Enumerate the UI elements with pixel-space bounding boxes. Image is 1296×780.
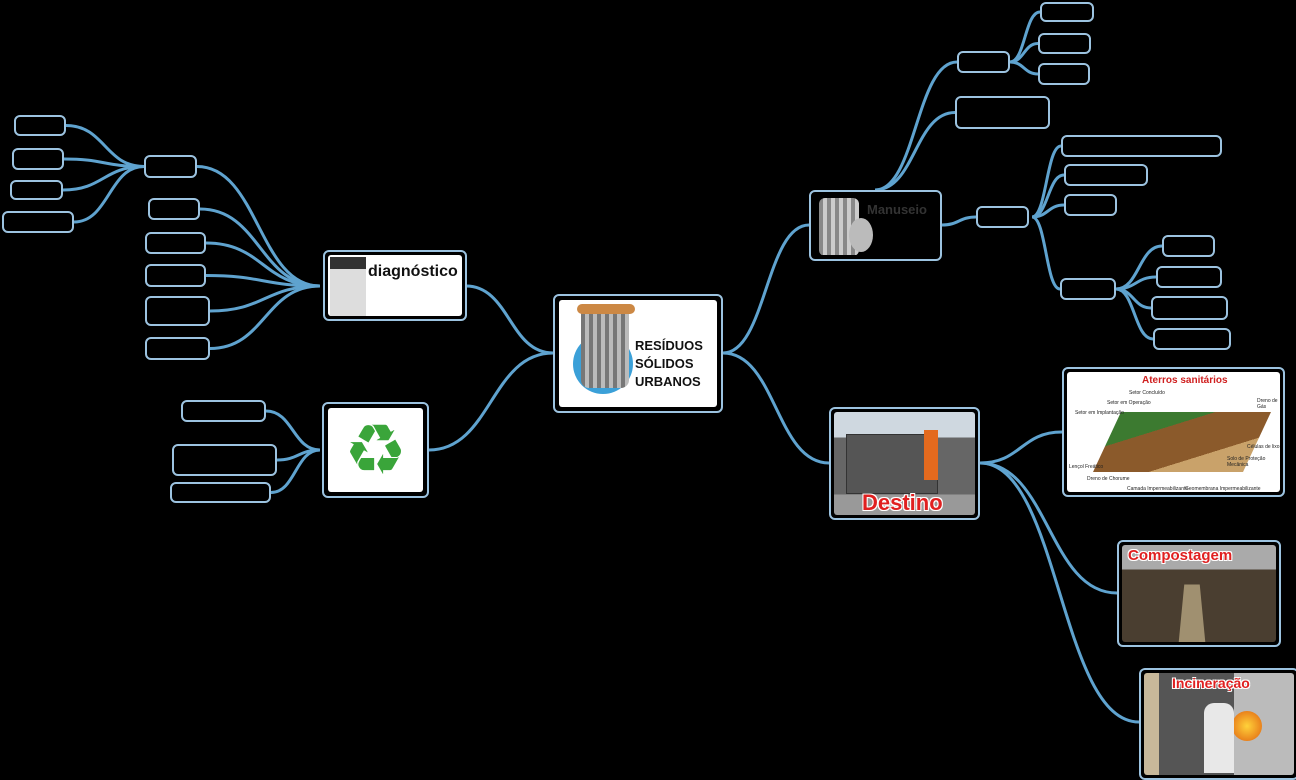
empty-topic-node[interactable] [1038,33,1091,54]
connector-line [1009,60,1039,76]
connector-line [722,223,810,355]
empty-topic-node[interactable] [145,264,206,287]
node-destino[interactable]: Destino [829,407,980,520]
connector-line [205,274,321,288]
empty-topic-node[interactable] [955,96,1050,129]
title-line-2: SÓLIDOS [635,356,694,371]
connector-line [209,284,321,350]
empty-topic-node[interactable] [145,337,210,360]
connector-line [979,461,1118,595]
diagram-label: Lençol Freático [1069,464,1104,470]
connector-line [73,165,145,224]
trash-can-icon [581,310,629,388]
diagnostico-label: diagnóstico [368,263,458,280]
empty-topic-node[interactable] [12,148,64,170]
empty-topic-node[interactable] [1064,194,1117,216]
empty-topic-node[interactable] [181,400,266,422]
connector-line [979,430,1063,465]
diagram-label: Setor em Implantação [1075,410,1124,416]
empty-topic-node[interactable] [957,51,1010,73]
diagram-label: Solo de Proteção Mecânica [1227,456,1266,468]
central-node-residuos-solidos-urbanos[interactable]: RESÍDUOS SÓLIDOS URBANOS [553,294,723,413]
node-recycle[interactable]: ♻ [322,402,429,498]
diagram-label: Dreno de Chorume [1087,476,1130,482]
empty-topic-node[interactable] [1156,266,1222,288]
connector-line [1115,275,1157,291]
empty-topic-node[interactable] [1061,135,1222,157]
destino-label: Destino [862,490,943,515]
title-line-1: RESÍDUOS [635,338,703,353]
node-incineracao[interactable]: Incineração [1139,668,1296,780]
garbage-truck-image [846,434,938,494]
diagram-label: Dreno de Gás [1257,398,1278,410]
empty-topic-node[interactable] [1060,278,1116,300]
recycle-icon: ♻ [328,408,423,492]
connector-line [265,409,321,452]
empty-topic-node[interactable] [145,232,206,254]
empty-topic-node[interactable] [1038,63,1090,85]
connector-line [465,284,554,355]
title-line-3: URBANOS [635,374,701,389]
empty-topic-node[interactable] [10,180,63,200]
empty-topic-node[interactable] [148,198,200,220]
connector-line [979,461,1140,724]
empty-topic-node[interactable] [145,296,210,326]
diagram-label: Camada Impermeabilizante [1127,486,1189,492]
connector-line [1031,215,1061,291]
empty-topic-node[interactable] [1153,328,1231,350]
empty-topic-node[interactable] [976,206,1029,228]
connector-line [722,351,830,465]
empty-topic-node[interactable] [1162,235,1215,257]
connector-line [941,215,977,227]
empty-topic-node[interactable] [172,444,277,476]
empty-topic-node[interactable] [2,211,74,233]
connector-line [1115,287,1154,341]
empty-topic-node[interactable] [14,115,66,136]
worker-figure [1204,703,1234,773]
empty-topic-node[interactable] [1064,164,1148,186]
compostagem-label: Compostagem [1128,547,1233,564]
node-diagnostico[interactable]: diagnóstico [323,250,467,321]
node-compostagem[interactable]: Compostagem [1117,540,1281,647]
connector-line [874,60,958,192]
connector-line [270,448,321,494]
diagram-label: Setor Concluído [1129,390,1165,396]
empty-topic-node[interactable] [144,155,197,178]
empty-topic-node[interactable] [1151,296,1228,320]
furnace-fire-image [1232,711,1262,741]
empty-topic-node[interactable] [1040,2,1094,22]
manuseio-label: Manuseio [867,202,927,217]
detective-icon [330,257,366,316]
incineracao-label: Incineração [1172,675,1250,691]
diagram-label: Setor em Operação [1107,400,1151,406]
compost-rows-image [1177,584,1207,642]
empty-topic-node[interactable] [170,482,271,503]
diagram-label: Células de lixo [1247,444,1280,450]
node-aterros-sanitarios[interactable]: Aterros sanitários Setor Concluído Setor… [1062,367,1285,497]
aterros-title: Aterros sanitários [1142,375,1228,386]
connector-line [63,157,145,168]
node-manuseio[interactable]: Manuseio [809,190,942,261]
connector-line [874,111,956,192]
connector-line [196,165,321,288]
connector-line [428,351,554,452]
connector-line [1009,10,1041,64]
diagram-label: Geomembrana Impermeabilizante [1185,486,1261,492]
connector-line [1031,203,1065,219]
